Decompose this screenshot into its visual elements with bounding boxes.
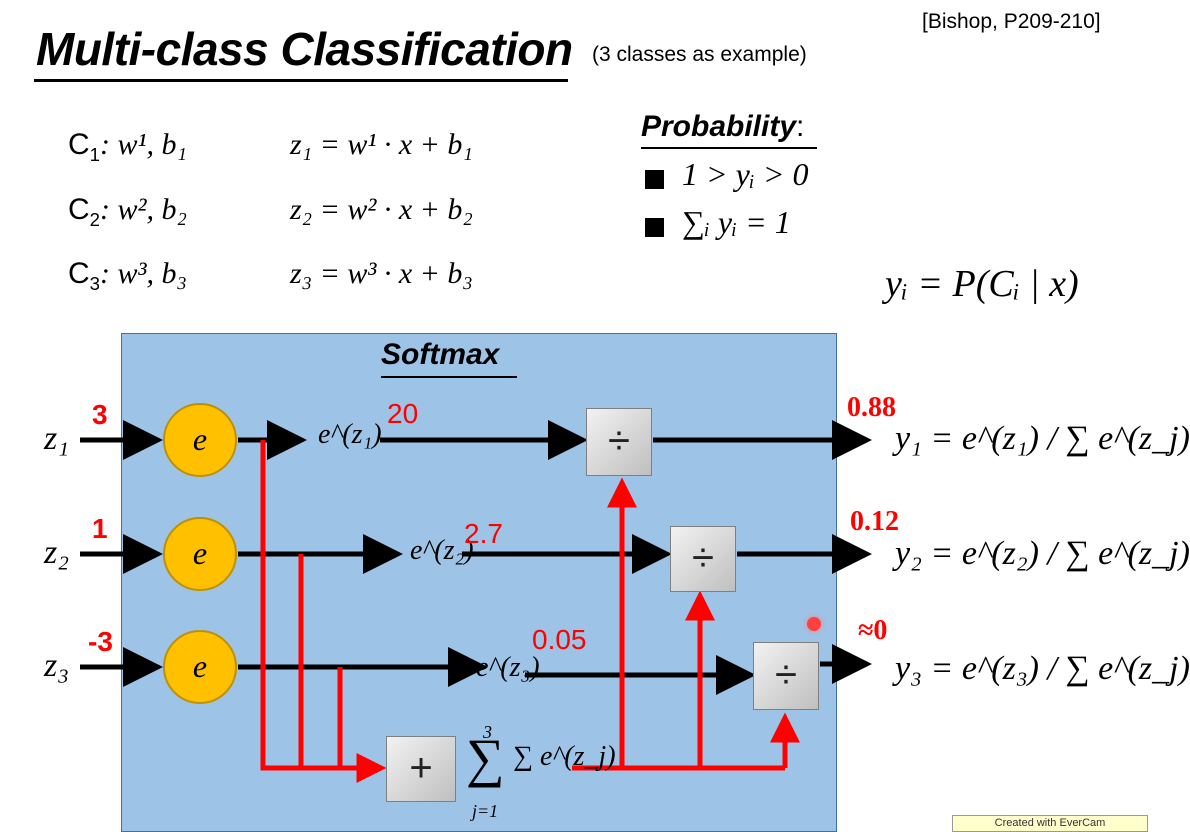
watermark: Created with EverCam — [952, 815, 1148, 832]
class-1-equation: z₁ = w¹ · x + b₁ — [290, 128, 473, 161]
softmax-label: Softmax — [381, 338, 500, 371]
sum-expression: ∑ e^(z_j) — [513, 741, 616, 772]
sum-sigma-icon: ∑ — [466, 728, 505, 788]
bullet-square-icon — [645, 218, 664, 237]
probability-title: Probability — [641, 110, 797, 143]
bullet-square-icon — [645, 170, 664, 189]
output-prob-2: 0.12 — [850, 506, 899, 537]
output-equation-1: y₁ = e^(z₁) / ∑ e^(z_j) — [895, 420, 1190, 457]
slide-subtitle: (3 classes as example) — [592, 43, 807, 66]
exp-label-1: e^(z₁) — [318, 419, 382, 450]
probability-definition: yᵢ = P(Cᵢ | x) — [885, 263, 1079, 305]
class-3-sub: 3 — [89, 273, 101, 294]
probability-colon: : — [796, 110, 805, 143]
exp-node-1: e — [163, 403, 237, 477]
class-3-weights: : w³, b₃ — [100, 257, 187, 290]
input-value-3: -3 — [88, 626, 113, 657]
output-prob-1: 0.88 — [847, 392, 896, 423]
divide-node-3: ÷ — [753, 642, 819, 710]
class-1-weights: : w¹, b₁ — [100, 128, 187, 161]
input-z2: z₂ — [44, 534, 70, 571]
output-equation-2: y₂ = e^(z₂) / ∑ e^(z_j) — [895, 535, 1190, 572]
exp-value-2: 2.7 — [464, 518, 503, 549]
class-2-sub: 2 — [89, 209, 101, 230]
class-3-equation: z₃ = w³ · x + b₃ — [290, 257, 473, 290]
exp-value-3: 0.05 — [532, 624, 587, 655]
class-2-params: C2: w², b₂ — [68, 193, 187, 231]
probability-underline — [641, 147, 817, 149]
softmax-underline — [381, 376, 517, 378]
slide-title: Multi-class Classification — [36, 23, 573, 75]
probability-heading: Probability: — [641, 110, 804, 144]
class-3-label: C — [68, 257, 90, 290]
sum-lower-limit: j=1 — [472, 801, 499, 821]
class-2-weights: : w², b₂ — [100, 193, 187, 226]
probability-bullet-2: ∑ᵢ yᵢ = 1 — [682, 204, 791, 240]
divide-node-2: ÷ — [670, 526, 736, 592]
exp-value-1: 20 — [387, 398, 419, 429]
input-value-1: 3 — [92, 399, 108, 430]
sum-node: + — [386, 736, 456, 802]
title-underline — [34, 79, 568, 82]
exp-label-2: e^(z₂) — [410, 535, 474, 566]
class-2-label: C — [68, 193, 90, 226]
class-1-params: C1: w¹, b₁ — [68, 128, 187, 166]
class-1-label: C — [68, 128, 90, 161]
citation: [Bishop, P209-210] — [922, 10, 1101, 33]
sum-wire-1 — [260, 440, 387, 783]
input-value-2: 1 — [92, 513, 108, 544]
class-1-sub: 1 — [89, 144, 101, 165]
input-z1: z₁ — [44, 420, 70, 457]
class-3-params: C3: w³, b₃ — [68, 257, 187, 295]
exp-node-2: e — [163, 517, 237, 591]
input-z3: z₃ — [44, 647, 70, 684]
sum-upper-limit: 3 — [483, 722, 492, 742]
output-equation-3: y₃ = e^(z₃) / ∑ e^(z_j) — [895, 650, 1190, 687]
probability-bullet-1: 1 > yᵢ > 0 — [682, 156, 809, 192]
divide-node-1: ÷ — [586, 408, 652, 476]
class-2-equation: z₂ = w² · x + b₂ — [290, 193, 473, 226]
laser-pointer-icon — [807, 617, 821, 631]
exp-node-3: e — [163, 630, 237, 704]
output-prob-3: ≈0 — [858, 615, 888, 646]
exp-label-3: e^(z₃) — [476, 652, 540, 683]
